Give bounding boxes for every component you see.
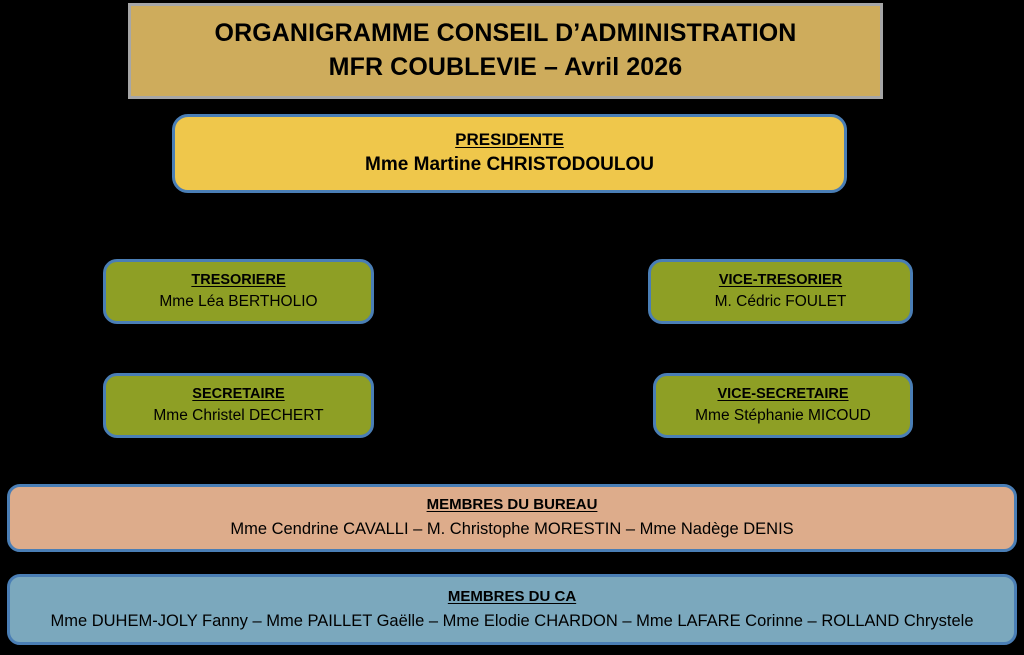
node-presidente-person: Mme Martine CHRISTODOULOU [365, 154, 654, 176]
node-vice-tresorier-role: VICE-TRESORIER [718, 272, 843, 289]
node-membres-du-bureau-role: MEMBRES DU BUREAU [426, 496, 598, 514]
node-vice-secretaire: VICE-SECRETAIRE Mme Stéphanie MICOUD [653, 373, 913, 438]
node-vice-secretaire-role: VICE-SECRETAIRE [717, 386, 849, 403]
node-membres-du-bureau: MEMBRES DU BUREAU Mme Cendrine CAVALLI –… [7, 484, 1017, 552]
node-secretaire-role: SECRETAIRE [192, 386, 285, 403]
node-tresoriere-role: TRESORIERE [191, 272, 286, 289]
node-membres-du-ca: MEMBRES DU CA Mme DUHEM-JOLY Fanny – Mme… [7, 574, 1017, 645]
node-vice-tresorier: VICE-TRESORIER M. Cédric FOULET [648, 259, 913, 324]
node-presidente: PRESIDENTE Mme Martine CHRISTODOULOU [172, 114, 847, 193]
node-vice-secretaire-person: Mme Stéphanie MICOUD [695, 406, 871, 424]
node-membres-du-ca-role: MEMBRES DU CA [447, 587, 577, 605]
node-membres-du-ca-person: Mme DUHEM-JOLY Fanny – Mme PAILLET Gaëll… [50, 611, 974, 630]
node-presidente-role: PRESIDENTE [455, 129, 564, 149]
node-vice-tresorier-person: M. Cédric FOULET [714, 292, 847, 310]
node-membres-du-bureau-person: Mme Cendrine CAVALLI – M. Christophe MOR… [230, 520, 794, 539]
chart-title-banner: ORGANIGRAMME CONSEIL D’ADMINISTRATION MF… [128, 3, 883, 99]
node-tresoriere-person: Mme Léa BERTHOLIO [159, 292, 318, 310]
chart-title-line-2: MFR COUBLEVIE – Avril 2026 [328, 53, 683, 81]
node-secretaire-person: Mme Christel DECHERT [153, 406, 324, 424]
node-tresoriere: TRESORIERE Mme Léa BERTHOLIO [103, 259, 374, 324]
chart-title-line-1: ORGANIGRAMME CONSEIL D’ADMINISTRATION [214, 19, 797, 48]
node-secretaire: SECRETAIRE Mme Christel DECHERT [103, 373, 374, 438]
